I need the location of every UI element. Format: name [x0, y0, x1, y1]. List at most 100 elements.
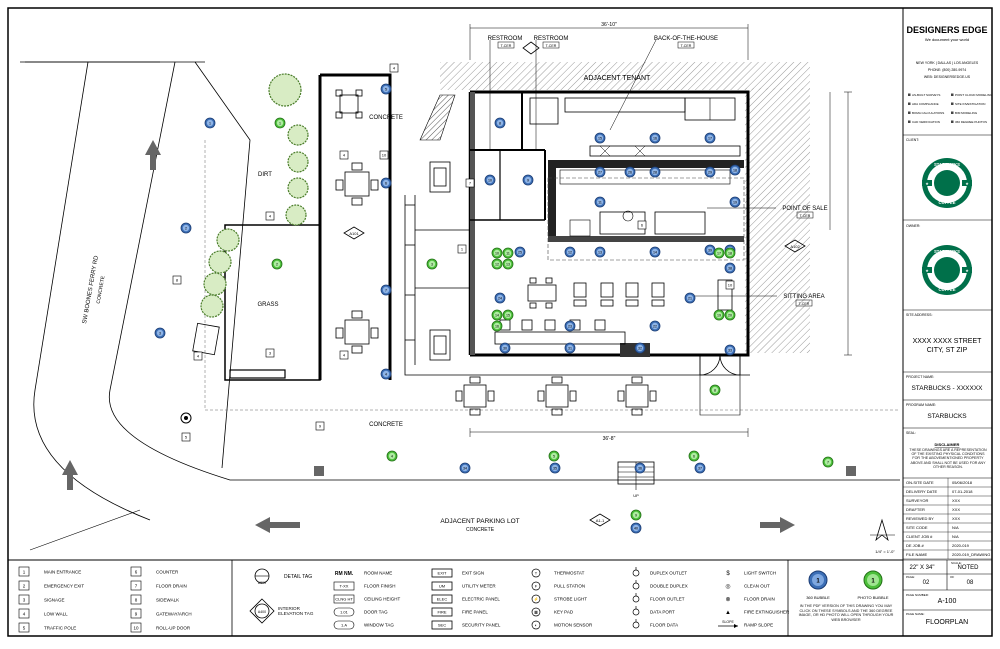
- 360-bubble[interactable]: 22: [649, 320, 661, 332]
- keynote-legend-box: [18, 594, 30, 605]
- bubble-number: 2: [276, 262, 278, 266]
- device-legend-item: ▦KEY PAD: [531, 607, 574, 617]
- 360-bubble[interactable]: 34: [459, 462, 471, 474]
- tag-symbol: 1.01: [340, 610, 349, 615]
- photo-bubble[interactable]: 14: [491, 309, 503, 321]
- patio-rail: [404, 195, 750, 376]
- device-glyph-icon: ⚡: [534, 597, 539, 602]
- 360-bubble[interactable]: 11: [594, 196, 606, 208]
- bubble-number: 36: [638, 466, 642, 470]
- photo-bubble[interactable]: 18: [724, 247, 736, 259]
- bubble-core: [696, 464, 704, 472]
- 360-bubble[interactable]: 9: [522, 174, 534, 186]
- tag-legend-text: FLOOR FINISH: [364, 584, 396, 589]
- 360-bubble[interactable]: 3: [154, 327, 166, 339]
- 360-bubble[interactable]: 29: [704, 166, 716, 178]
- page-name: FLOORPLAN: [926, 619, 968, 626]
- 360-bubble[interactable]: 31: [564, 342, 576, 354]
- bubble-number: 29: [708, 170, 712, 174]
- 360-bubble[interactable]: 19: [729, 196, 741, 208]
- titleblock-row-label: SURVEYOR: [906, 498, 928, 503]
- photo-bubble[interactable]: 12: [491, 258, 503, 270]
- photo-bubble[interactable]: 5: [548, 450, 560, 462]
- keynote-legend-text: SIGNAGE: [44, 598, 65, 603]
- photo-bubble[interactable]: 19: [713, 309, 725, 321]
- 360-bubble[interactable]: 25: [514, 246, 526, 258]
- 360-bubble[interactable]: 39: [704, 244, 716, 256]
- titleblock-row-label: DRAFTER: [906, 507, 925, 512]
- 360-bubble[interactable]: 27: [594, 166, 606, 178]
- 360-bubble[interactable]: 12: [564, 246, 576, 258]
- label-dirt: DIRT: [258, 172, 272, 178]
- 360-bubble[interactable]: 28: [649, 166, 661, 178]
- photo-bubble[interactable]: 9: [630, 509, 642, 521]
- photo-bubble[interactable]: 6: [688, 450, 700, 462]
- 360-bubble[interactable]: 6: [380, 177, 392, 189]
- 360-bubble[interactable]: 16: [649, 132, 661, 144]
- 360-bubble[interactable]: 5: [380, 83, 392, 95]
- 360-bubble[interactable]: 1: [204, 117, 216, 129]
- bubble-core: [711, 386, 719, 394]
- 360-bubble[interactable]: 14: [649, 246, 661, 258]
- 360-bubble[interactable]: 33: [724, 344, 736, 356]
- 360-bubble[interactable]: 17: [704, 132, 716, 144]
- keynote-number: 4: [343, 153, 346, 158]
- building-walls: [468, 90, 750, 416]
- photo-bubble[interactable]: 13: [502, 258, 514, 270]
- photo-bubble[interactable]: 16: [491, 320, 503, 332]
- misc-glyph-icon: ⊗: [725, 597, 730, 603]
- outlet-legend-text: DOUBLE DUPLEX: [650, 584, 688, 589]
- photo-bubble[interactable]: 15: [502, 309, 514, 321]
- 360-bubble[interactable]: 38: [724, 262, 736, 274]
- photo-bubble[interactable]: 11: [502, 247, 514, 259]
- keynote-number: 3: [269, 351, 272, 356]
- 360-bubble[interactable]: 13: [594, 246, 606, 258]
- 360-bubble[interactable]: 21: [684, 292, 696, 304]
- seal-label: SEAL:: [906, 431, 916, 435]
- bubble-number: 17: [708, 136, 712, 140]
- 360-bubble[interactable]: 35: [549, 462, 561, 474]
- 360-bubble[interactable]: 26: [624, 166, 636, 178]
- outlet-legend-text: DUPLEX OUTLET: [650, 571, 687, 576]
- 360-bubble[interactable]: 8: [494, 117, 506, 129]
- titleblock-row-value: 2020-019_DRAWING: [952, 552, 990, 557]
- system-symbol-shape: [431, 581, 453, 591]
- 360-bubble[interactable]: 4: [380, 368, 392, 380]
- photo-bubble[interactable]: 17: [713, 247, 725, 259]
- photo-bubble[interactable]: 4: [386, 450, 398, 462]
- photo-bubble[interactable]: 7: [822, 456, 834, 468]
- 360-bubble[interactable]: 2: [180, 222, 192, 234]
- photo-bubble[interactable]: 8: [709, 384, 721, 396]
- 360-bubble[interactable]: 18: [729, 164, 741, 176]
- label-up: UP: [633, 493, 639, 498]
- tag-symbol: CLNG HT: [335, 597, 353, 602]
- 360-bubble[interactable]: 30: [499, 342, 511, 354]
- photo-bubble[interactable]: 20: [724, 309, 736, 321]
- bubble-core: [726, 346, 734, 354]
- keynote-number: 4: [343, 353, 346, 358]
- 360-bubble[interactable]: 23: [564, 320, 576, 332]
- 360-bubble[interactable]: 37: [694, 462, 706, 474]
- svg-text:★: ★: [925, 268, 929, 273]
- 360-bubble[interactable]: 7: [380, 284, 392, 296]
- keynote-box: [379, 150, 389, 160]
- scale-label: SCALE:: [951, 561, 962, 565]
- 360-bubble[interactable]: 24: [494, 292, 506, 304]
- photo-bubble[interactable]: 1: [274, 117, 286, 129]
- 360-bubble[interactable]: 36: [634, 462, 646, 474]
- 360-bubble[interactable]: 32: [634, 342, 646, 354]
- finish-tag-4: T-CER: [800, 214, 811, 218]
- 360-bubble[interactable]: 10: [484, 174, 496, 186]
- photo-bubble[interactable]: 3: [426, 258, 438, 270]
- photo-bubble[interactable]: 10: [491, 247, 503, 259]
- keynote-box: [315, 421, 325, 431]
- 360-bubble[interactable]: 40: [630, 522, 642, 534]
- 360-bubble[interactable]: 15: [594, 132, 606, 144]
- page-name-label: PAGE NAME:: [906, 612, 925, 616]
- bubble-number: 5: [385, 87, 387, 91]
- photo-bubble[interactable]: 2: [271, 258, 283, 270]
